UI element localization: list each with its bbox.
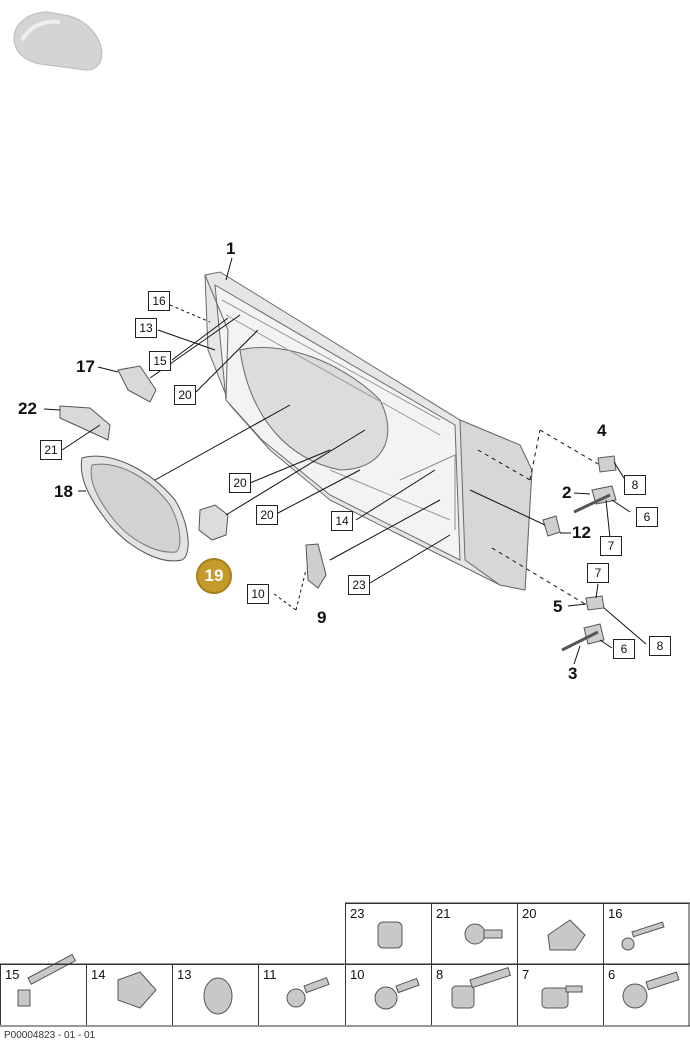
callout-20-middle[interactable]: 20 bbox=[229, 473, 251, 493]
leader-lines bbox=[43, 257, 647, 665]
car-thumbnail-icon bbox=[13, 11, 103, 71]
legend-number: 23 bbox=[350, 906, 365, 921]
legend-number: 8 bbox=[436, 967, 444, 982]
legend-item-6[interactable]: 6 bbox=[603, 964, 689, 1025]
legend-item-11[interactable]: 11 bbox=[258, 964, 344, 1025]
callout-20-lower[interactable]: 20 bbox=[256, 505, 278, 525]
legend-number: 14 bbox=[91, 967, 106, 982]
callout-8-top[interactable]: 8 bbox=[624, 475, 646, 495]
latch-part-9 bbox=[305, 543, 327, 589]
legend-item-13[interactable]: 13 bbox=[172, 964, 258, 1025]
callout-22[interactable]: 22 bbox=[18, 399, 37, 418]
callout-9[interactable]: 9 bbox=[317, 608, 327, 627]
legend-item-14[interactable]: 14 bbox=[86, 964, 172, 1025]
legend-number: 13 bbox=[177, 967, 192, 982]
callout-4[interactable]: 4 bbox=[597, 421, 607, 440]
bracket-part-22 bbox=[59, 405, 111, 441]
callout-3[interactable]: 3 bbox=[568, 664, 578, 683]
callout-2[interactable]: 2 bbox=[562, 483, 572, 502]
legend-item-21[interactable]: 21 bbox=[431, 903, 517, 964]
callout-1[interactable]: 1 bbox=[226, 239, 236, 258]
legend-number: 10 bbox=[350, 967, 365, 982]
hinge-parts bbox=[542, 455, 617, 652]
legend-part-sketches bbox=[17, 919, 680, 1015]
legend-number: 11 bbox=[263, 967, 277, 982]
callout-17[interactable]: 17 bbox=[76, 357, 95, 376]
callout-7-bottom[interactable]: 7 bbox=[587, 563, 609, 583]
callout-5[interactable]: 5 bbox=[553, 597, 563, 616]
bracket-part-17 bbox=[117, 365, 157, 403]
legend-number: 6 bbox=[608, 967, 616, 982]
callout-8-bottom[interactable]: 8 bbox=[649, 636, 671, 656]
callout-13[interactable]: 13 bbox=[135, 318, 157, 338]
door-panel bbox=[204, 271, 533, 591]
callout-20-top[interactable]: 20 bbox=[174, 385, 196, 405]
legend-item-16[interactable]: 16 bbox=[603, 903, 689, 964]
callout-10[interactable]: 10 bbox=[247, 584, 269, 604]
legend-item-23[interactable]: 23 bbox=[345, 903, 431, 964]
legend-item-10[interactable]: 10 bbox=[345, 964, 431, 1025]
legend-number: 7 bbox=[522, 967, 530, 982]
callout-6-top[interactable]: 6 bbox=[636, 507, 658, 527]
legend-number: 21 bbox=[436, 906, 451, 921]
callout-23[interactable]: 23 bbox=[348, 575, 370, 595]
callout-6-bottom[interactable]: 6 bbox=[613, 639, 635, 659]
callout-18[interactable]: 18 bbox=[54, 482, 73, 501]
callout-14[interactable]: 14 bbox=[331, 511, 353, 531]
diagram-reference-code: P00004823 - 01 - 01 bbox=[4, 1030, 96, 1041]
legend-item-15[interactable]: 15 bbox=[0, 964, 86, 1025]
legend-number: 16 bbox=[608, 906, 623, 921]
legend-item-8[interactable]: 8 bbox=[431, 964, 517, 1025]
plug-part-19 bbox=[198, 504, 229, 541]
legend-item-20[interactable]: 20 bbox=[517, 903, 603, 964]
callout-15[interactable]: 15 bbox=[149, 351, 171, 371]
callout-7-top[interactable]: 7 bbox=[600, 536, 622, 556]
callout-21[interactable]: 21 bbox=[40, 440, 62, 460]
callout-12[interactable]: 12 bbox=[572, 523, 591, 542]
callout-16[interactable]: 16 bbox=[148, 291, 170, 311]
seal-part-18 bbox=[80, 455, 189, 562]
legend-item-7[interactable]: 7 bbox=[517, 964, 603, 1025]
callout-19-highlighted[interactable]: 19 bbox=[196, 558, 232, 594]
legend-number: 15 bbox=[5, 967, 20, 982]
legend-number: 20 bbox=[522, 906, 537, 921]
